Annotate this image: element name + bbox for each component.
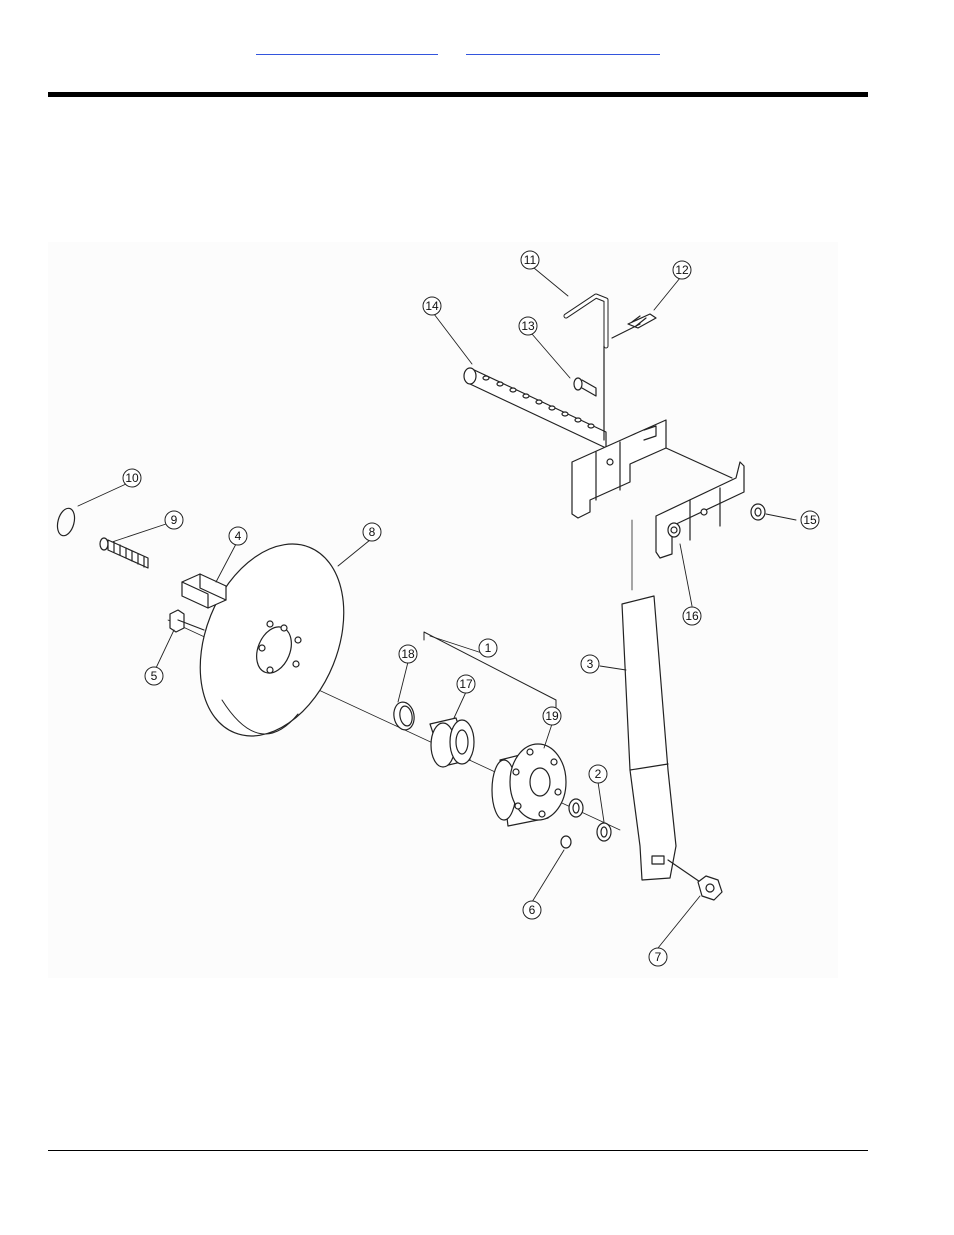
svg-text:13: 13 xyxy=(521,319,535,333)
header-rule xyxy=(48,92,868,97)
callout-6: 6 xyxy=(523,901,541,919)
svg-text:3: 3 xyxy=(587,657,594,671)
callout-17: 17 xyxy=(457,675,475,693)
svg-text:9: 9 xyxy=(171,513,178,527)
part-7-nut xyxy=(668,860,722,900)
svg-text:17: 17 xyxy=(459,677,473,691)
callout-13: 13 xyxy=(519,317,537,335)
part-16-clamp-plate xyxy=(656,462,744,558)
callout-2: 2 xyxy=(589,765,607,783)
svg-text:11: 11 xyxy=(524,253,537,267)
callout-16: 16 xyxy=(683,607,701,625)
svg-text:2: 2 xyxy=(595,767,602,781)
svg-text:19: 19 xyxy=(545,709,559,723)
part-9-bolt xyxy=(100,538,148,568)
part-15-nut xyxy=(751,504,765,520)
part-12-clip xyxy=(612,314,656,338)
part-10-snap-ring xyxy=(55,506,78,537)
callout-12: 12 xyxy=(673,261,691,279)
svg-text:10: 10 xyxy=(125,471,139,485)
callout-14: 14 xyxy=(423,297,441,315)
callout-11: 11 xyxy=(521,251,539,269)
svg-text:14: 14 xyxy=(425,299,439,313)
callout-19: 19 xyxy=(543,707,561,725)
svg-text:7: 7 xyxy=(655,950,662,964)
header-link-2[interactable] xyxy=(466,40,660,55)
footer-rule xyxy=(48,1150,868,1151)
svg-text:18: 18 xyxy=(401,647,415,661)
svg-text:4: 4 xyxy=(235,529,242,543)
callout-15: 15 xyxy=(801,511,819,529)
callout-1: 1 xyxy=(479,639,497,657)
part-2-washer xyxy=(569,799,611,841)
svg-text:15: 15 xyxy=(803,513,817,527)
part-8-disc-blade xyxy=(173,523,370,758)
callout-4: 4 xyxy=(229,527,247,545)
exploded-parts-diagram: 1 2 3 4 5 6 7 8 9 10 11 12 13 14 15 16 1… xyxy=(48,242,838,978)
svg-text:1: 1 xyxy=(485,641,492,655)
callout-3: 3 xyxy=(581,655,599,673)
callout-18: 18 xyxy=(399,645,417,663)
header-link-1[interactable] xyxy=(256,40,438,55)
svg-text:5: 5 xyxy=(151,669,158,683)
svg-text:6: 6 xyxy=(529,903,536,917)
part-18-seal xyxy=(392,700,417,731)
callout-10: 10 xyxy=(123,469,141,487)
callout-9: 9 xyxy=(165,511,183,529)
parts-drawing: 1 2 3 4 5 6 7 8 9 10 11 12 13 14 15 16 1… xyxy=(48,242,838,978)
part-3-scraper-arm xyxy=(622,596,676,880)
part-19-hub xyxy=(492,744,566,826)
part-4-spacer xyxy=(182,574,226,608)
part-17-bearing xyxy=(430,718,474,767)
callout-7: 7 xyxy=(649,948,667,966)
part-14-adjust-tube xyxy=(464,368,606,448)
callout-8: 8 xyxy=(363,523,381,541)
part-6-nut xyxy=(561,836,571,848)
svg-text:12: 12 xyxy=(675,263,689,277)
svg-text:8: 8 xyxy=(369,525,376,539)
callout-5: 5 xyxy=(145,667,163,685)
svg-text:16: 16 xyxy=(685,609,699,623)
